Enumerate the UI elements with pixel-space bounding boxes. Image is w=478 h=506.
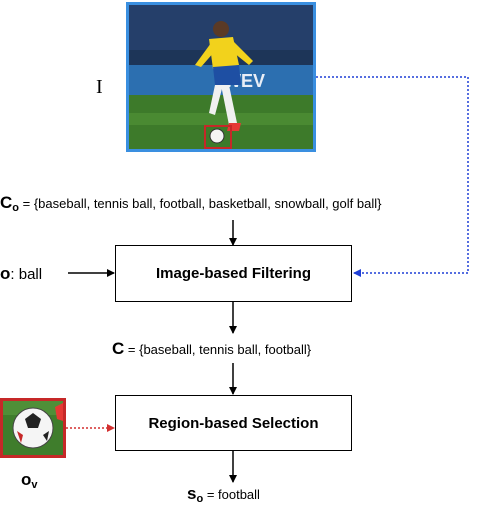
object-query-text: : ball xyxy=(10,266,43,283)
result-line: so = football xyxy=(187,484,260,505)
result-subscript: o xyxy=(196,493,204,505)
object-query: o: ball xyxy=(0,264,42,284)
result-value: = football xyxy=(203,487,260,502)
filtered-candidates-symbol: C xyxy=(112,339,125,358)
region-based-selection-box: Region-based Selection xyxy=(115,395,352,451)
image-to-filter-dotted-arrow xyxy=(316,76,469,277)
result-symbol: s xyxy=(187,484,197,503)
region-label: ov xyxy=(21,470,38,491)
image-based-filtering-box: Image-based Filtering xyxy=(115,245,352,302)
region-symbol: o xyxy=(21,470,32,489)
all-candidates-line: Co = {baseball, tennis ball, football, b… xyxy=(0,193,382,214)
all-candidates-set: = {baseball, tennis ball, football, bask… xyxy=(19,196,382,211)
object-symbol: o xyxy=(0,264,11,283)
region-crop xyxy=(0,398,66,458)
ball-region-illustration xyxy=(3,401,63,455)
filtered-candidates-line: C = {baseball, tennis ball, football} xyxy=(112,339,311,359)
input-photo: WEV xyxy=(126,2,316,152)
image-label: I xyxy=(96,76,103,98)
region-subscript: v xyxy=(31,479,38,491)
candidates-subscript: o xyxy=(12,202,20,214)
filtered-candidates-set: = {baseball, tennis ball, football} xyxy=(124,342,312,357)
soccer-player-illustration: WEV xyxy=(129,5,313,149)
candidates-symbol: C xyxy=(0,193,13,212)
